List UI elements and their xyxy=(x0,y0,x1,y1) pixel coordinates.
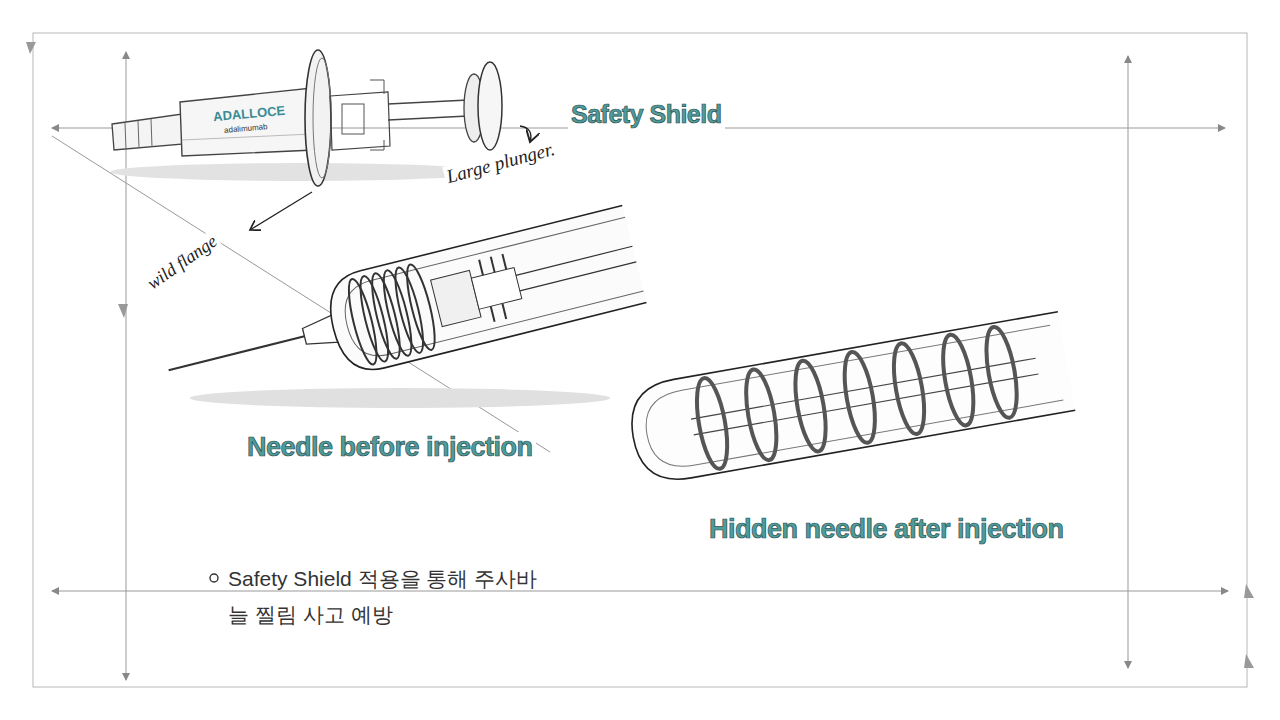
handwritten-note: wild flange xyxy=(142,230,223,296)
bullet-note: Safety Shield 적용을 통해 주사바늘 찔림 사고 예방 xyxy=(228,561,548,633)
figure-caption: Hidden needle after injection xyxy=(706,514,1067,545)
figure-caption: Needle before injection xyxy=(244,432,536,463)
handwritten-note: Large plunger. xyxy=(442,137,559,188)
section-title: Safety Shield xyxy=(568,100,725,129)
